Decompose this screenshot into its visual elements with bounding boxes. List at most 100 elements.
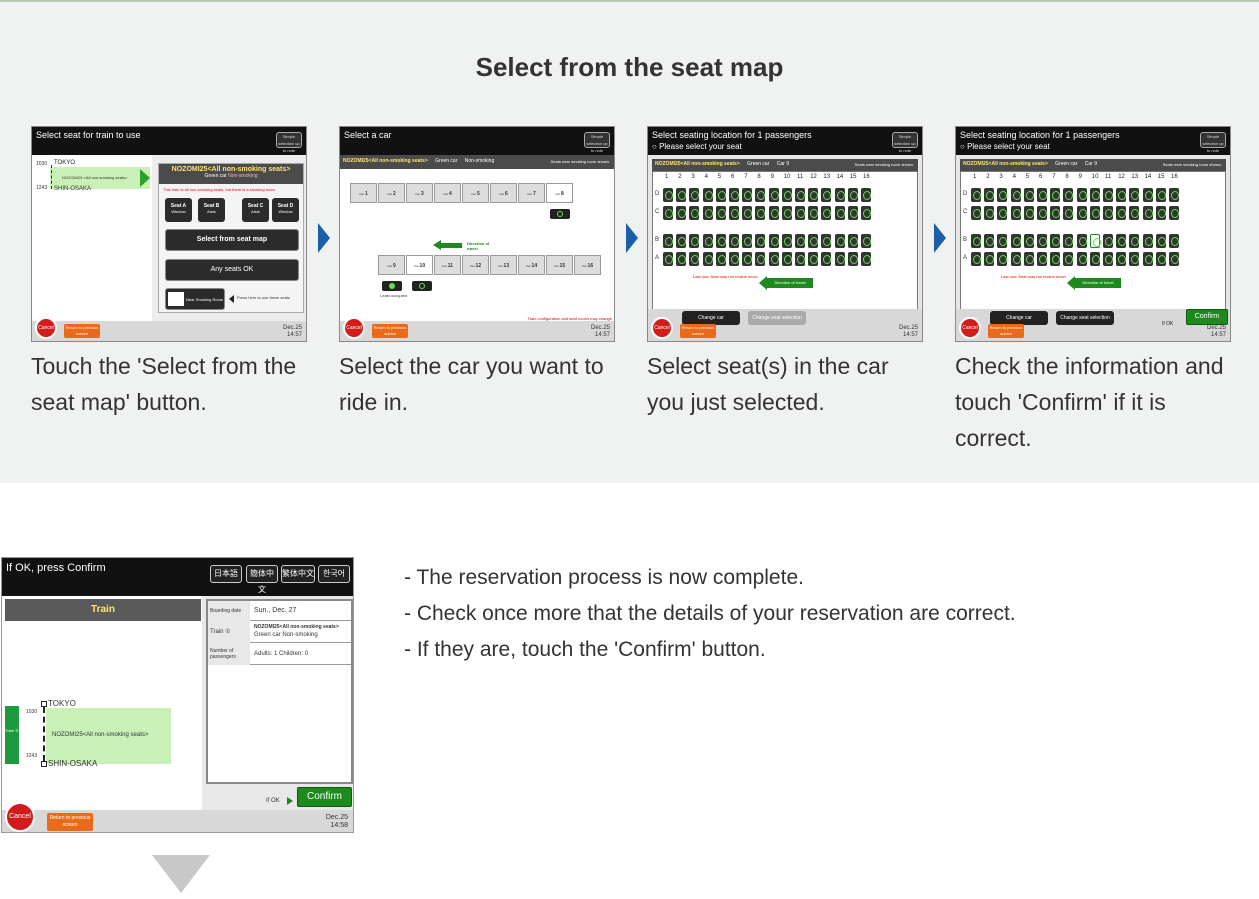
seat-D13[interactable] bbox=[821, 188, 832, 202]
seat-B2[interactable] bbox=[676, 234, 687, 248]
seat-B1[interactable] bbox=[971, 234, 981, 248]
car-5-button[interactable]: Car 5 bbox=[462, 183, 489, 203]
seat-D9[interactable] bbox=[1076, 188, 1087, 202]
car-7-button[interactable]: Car 7 bbox=[518, 183, 545, 203]
seat-B7[interactable] bbox=[1050, 234, 1061, 248]
seat-B8[interactable] bbox=[755, 234, 766, 248]
change-car-button[interactable]: Change car bbox=[682, 311, 740, 325]
cancel-button[interactable]: Cancel bbox=[35, 317, 57, 339]
seat-B11[interactable] bbox=[795, 234, 805, 248]
seat-B2[interactable] bbox=[984, 234, 995, 248]
seat-D3[interactable] bbox=[689, 188, 700, 202]
seat-A1[interactable] bbox=[663, 252, 673, 266]
seat-D10[interactable] bbox=[1089, 188, 1100, 202]
lang-simplified-chinese-button[interactable]: 簡体中文 bbox=[246, 565, 278, 594]
seat-D15[interactable] bbox=[1155, 188, 1166, 202]
seat-B6[interactable] bbox=[1037, 234, 1047, 248]
seat-A8[interactable] bbox=[1063, 252, 1074, 266]
seat-B11[interactable] bbox=[1103, 234, 1113, 248]
lang-traditional-chinese-button[interactable]: 繁体中文 bbox=[281, 565, 315, 583]
car-16-button[interactable]: Car 16 bbox=[574, 255, 601, 275]
car-3-button[interactable]: Car 3 bbox=[406, 183, 433, 203]
change-seat-selection-button[interactable]: Change seat selection bbox=[748, 311, 806, 325]
cancel-button[interactable]: Cancel bbox=[5, 802, 35, 832]
seat-A14[interactable] bbox=[1142, 252, 1153, 266]
seat-D7[interactable] bbox=[742, 188, 753, 202]
seat-D5[interactable] bbox=[1023, 188, 1034, 202]
seat-B12[interactable] bbox=[1116, 234, 1127, 248]
seat-C11[interactable] bbox=[1103, 206, 1113, 220]
seat-B13[interactable] bbox=[1129, 234, 1140, 248]
seat-D16[interactable] bbox=[861, 188, 871, 202]
cancel-button[interactable]: Cancel bbox=[959, 317, 981, 339]
seat-B16[interactable] bbox=[1169, 234, 1179, 248]
cancel-button[interactable]: Cancel bbox=[651, 317, 673, 339]
seat-D8[interactable] bbox=[755, 188, 766, 202]
seat-A11[interactable] bbox=[1103, 252, 1113, 266]
car-12-button[interactable]: Car 12 bbox=[462, 255, 489, 275]
lang-japanese-button[interactable]: 日本語 bbox=[210, 565, 242, 583]
seat-C14[interactable] bbox=[1142, 206, 1153, 220]
car-13-button[interactable]: Car 13 bbox=[490, 255, 517, 275]
seat-A10[interactable] bbox=[781, 252, 792, 266]
seat-B15[interactable] bbox=[847, 234, 858, 248]
seat-C14[interactable] bbox=[834, 206, 845, 220]
car-6-button[interactable]: Car 6 bbox=[490, 183, 517, 203]
confirm-button[interactable]: Confirm bbox=[1186, 309, 1228, 325]
seat-A16[interactable] bbox=[861, 252, 871, 266]
seat-B6[interactable] bbox=[729, 234, 739, 248]
seat-D2[interactable] bbox=[984, 188, 995, 202]
seat-C12[interactable] bbox=[808, 206, 819, 220]
seat-A15[interactable] bbox=[847, 252, 858, 266]
car-4-button[interactable]: Car 4 bbox=[434, 183, 461, 203]
seat-C13[interactable] bbox=[1129, 206, 1140, 220]
seat-B12[interactable] bbox=[808, 234, 819, 248]
seat-C13[interactable] bbox=[821, 206, 832, 220]
seat-B5[interactable] bbox=[1023, 234, 1034, 248]
seat-A5[interactable] bbox=[1023, 252, 1034, 266]
seat-D14[interactable] bbox=[834, 188, 845, 202]
lang-korean-button[interactable]: 한국어 bbox=[318, 565, 350, 583]
seat-D1[interactable] bbox=[663, 188, 673, 202]
return-button[interactable]: Return to previous screen bbox=[64, 324, 100, 338]
seat-D13[interactable] bbox=[1129, 188, 1140, 202]
seat-D4[interactable] bbox=[702, 188, 713, 202]
seat-D6[interactable] bbox=[729, 188, 739, 202]
seat-A8[interactable] bbox=[755, 252, 766, 266]
seat-C15[interactable] bbox=[1155, 206, 1166, 220]
seat-B10[interactable] bbox=[781, 234, 792, 248]
seat-D6[interactable] bbox=[1037, 188, 1047, 202]
seat-B7[interactable] bbox=[742, 234, 753, 248]
seat-C10[interactable] bbox=[781, 206, 792, 220]
seat-B3[interactable] bbox=[689, 234, 700, 248]
seat-C3[interactable] bbox=[689, 206, 700, 220]
seat-D11[interactable] bbox=[1103, 188, 1113, 202]
seat-D9[interactable] bbox=[768, 188, 779, 202]
train-row[interactable]: NOZOMI25 <All non-smoking seats> bbox=[50, 167, 150, 189]
seat-B13[interactable] bbox=[821, 234, 832, 248]
seat-C4[interactable] bbox=[1010, 206, 1021, 220]
seat-A14[interactable] bbox=[834, 252, 845, 266]
seat-C2[interactable] bbox=[676, 206, 687, 220]
seat-D8[interactable] bbox=[1063, 188, 1074, 202]
seat-C6[interactable] bbox=[729, 206, 739, 220]
seat-D15[interactable] bbox=[847, 188, 858, 202]
seat-B4[interactable] bbox=[702, 234, 713, 248]
seat-C8[interactable] bbox=[755, 206, 766, 220]
car-11-button[interactable]: Car 11 bbox=[434, 255, 461, 275]
seat-A1[interactable] bbox=[971, 252, 981, 266]
change-seat-selection-button[interactable]: Change seat selection bbox=[1056, 311, 1114, 325]
seat-C7[interactable] bbox=[1050, 206, 1061, 220]
change-car-button[interactable]: Change car bbox=[990, 311, 1048, 325]
seat-D12[interactable] bbox=[1116, 188, 1127, 202]
return-button[interactable]: Return to previous screen bbox=[372, 324, 408, 338]
seat-D2[interactable] bbox=[676, 188, 687, 202]
seat-B14[interactable] bbox=[1142, 234, 1153, 248]
car-14-button[interactable]: Car 14 bbox=[518, 255, 545, 275]
simple-selection-button[interactable]: Simple selection up to note bbox=[892, 132, 918, 153]
car-1-button[interactable]: Car 1 bbox=[350, 183, 377, 203]
car-10-button[interactable]: Car 10 bbox=[406, 255, 433, 275]
seat-C2[interactable] bbox=[984, 206, 995, 220]
